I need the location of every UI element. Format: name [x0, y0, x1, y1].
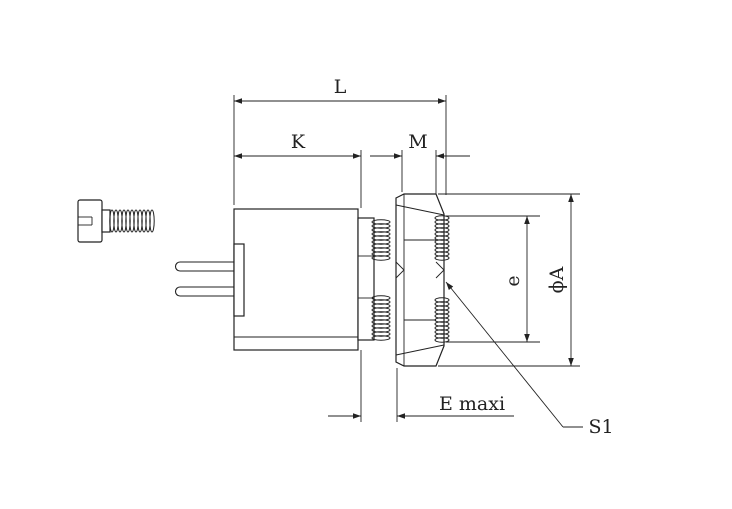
screw-thread [109, 209, 155, 233]
dimension-K-label: K [291, 131, 306, 153]
leader-S1-label: S1 [588, 416, 613, 438]
flange-thread-bottom [434, 297, 450, 343]
screw [77, 199, 155, 243]
flange-thread-top [434, 215, 450, 261]
thread-turn [371, 255, 391, 261]
threaded-neck [357, 217, 391, 341]
thread-turn [149, 209, 155, 233]
dimension-E: E maxi [328, 350, 514, 422]
dimension-L: L [233, 76, 447, 205]
dimension-e: e [446, 215, 540, 343]
connector-pins [174, 261, 243, 297]
dimension-M-label: M [408, 131, 427, 153]
neck-thread-bottom [371, 295, 391, 341]
dimension-L-label: L [334, 76, 347, 98]
neck-thread-top [371, 219, 391, 261]
connector-body [233, 208, 359, 351]
dimension-E-label: E maxi [439, 393, 505, 415]
thread-turn [434, 255, 450, 261]
dimension-e-label: e [502, 275, 524, 286]
dimension-A-label: ϕA [546, 266, 568, 293]
leader-S1: S1 [445, 281, 614, 438]
dimension-M: M [370, 131, 470, 194]
thread-turn [434, 337, 450, 343]
flange-nut [395, 193, 450, 367]
dimension-K: K [234, 131, 362, 208]
dimension-A: ϕA [438, 193, 580, 367]
thread-turn [371, 335, 391, 341]
